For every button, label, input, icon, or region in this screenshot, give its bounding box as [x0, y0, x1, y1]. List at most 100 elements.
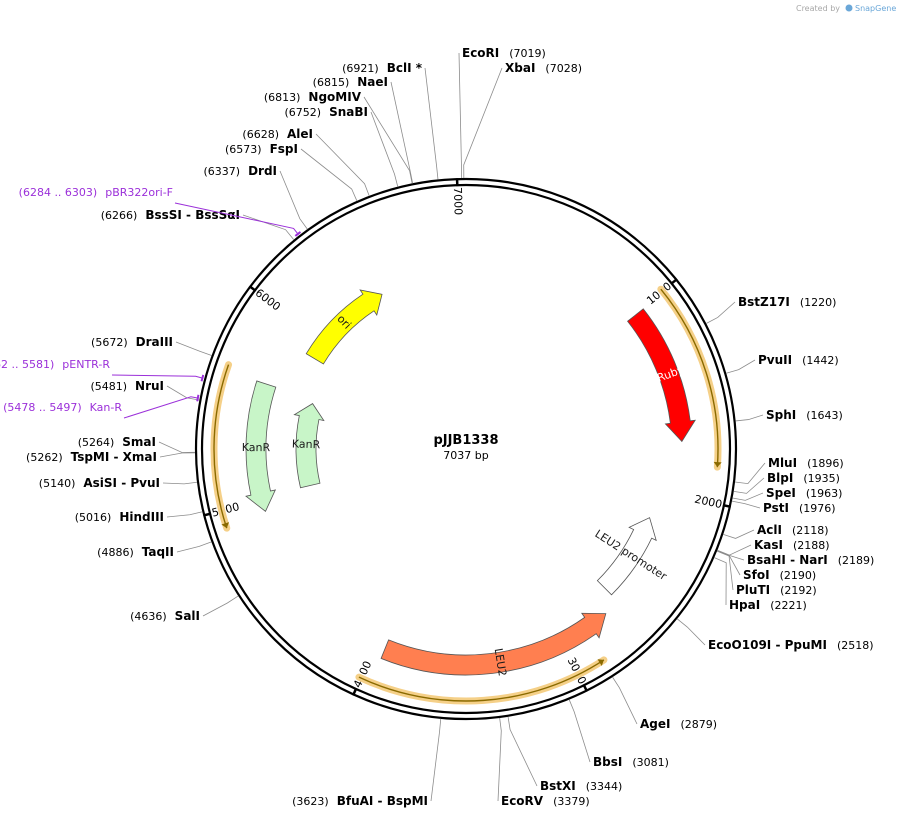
site-sali[interactable]: SalI (4636)	[130, 609, 200, 623]
site-name: TspMI - XmaI	[71, 450, 157, 464]
site-bstxi[interactable]: BstXI(3344)	[540, 779, 622, 793]
primer-range: (6284 .. 6303)	[19, 186, 98, 199]
site-name: BstZ17I	[738, 295, 790, 309]
site-sphi[interactable]: SphI(1643)	[766, 408, 843, 422]
site-smai[interactable]: SmaI(5264)	[78, 435, 156, 449]
primer-range: (5478 .. 5497)	[3, 401, 82, 414]
site-position: (6813)	[264, 91, 301, 104]
site-position: (2188)	[793, 539, 830, 552]
site-position: (6266)	[101, 209, 138, 222]
site-bsahi-nari[interactable]: BsaHI - NarI(2189)	[747, 553, 874, 567]
ruler-tick	[582, 683, 589, 693]
primer-kan-r[interactable]: Kan-R(5478 .. 5497)	[3, 401, 122, 414]
site-position: (6628)	[242, 128, 279, 141]
snapgene-credit: Created by SnapGene	[796, 4, 896, 13]
site-leader	[726, 359, 756, 374]
site-kasi[interactable]: KasI (2188)	[754, 538, 830, 552]
site-ecorv[interactable]: EcoRV(3379)	[501, 794, 590, 808]
site-leader	[158, 441, 196, 453]
site-leader	[159, 452, 196, 458]
site-hpai[interactable]: HpaI(2221)	[729, 598, 807, 612]
site-position: (2518)	[837, 639, 874, 652]
site-sfoi[interactable]: SfoI(2190)	[743, 568, 816, 582]
site-agei[interactable]: AgeI(2879)	[640, 717, 717, 731]
site-leader	[242, 214, 295, 240]
plasmid-center-label: pJJB1338 7037 bp	[433, 433, 498, 462]
site-leader	[166, 385, 200, 401]
site-position: (4636)	[130, 610, 167, 623]
primer-bind-mark	[200, 374, 205, 382]
site-leader	[735, 414, 764, 422]
site-asisi-pvui[interactable]: AsiSI - PvuI(5140)	[39, 476, 160, 490]
site-leader	[300, 148, 358, 202]
site-leader	[733, 477, 765, 494]
site-bsssi-bsss-i[interactable]: BssSI - BssSαI(6266)	[101, 208, 240, 222]
feature-arrow-mruby2	[627, 308, 696, 443]
site-spei[interactable]: SpeI(1963)	[766, 486, 842, 500]
site-position: (1976)	[799, 502, 836, 515]
site-leader	[507, 716, 538, 787]
site-naei[interactable]: NaeI(6815)	[313, 75, 388, 89]
site-bstz17i[interactable]: BstZ17I(1220)	[738, 295, 836, 309]
primer-pbr322ori-f[interactable]: pBR322ori-F(6284 .. 6303)	[19, 186, 173, 199]
site-ngomiv[interactable]: NgoMIV (6813)	[264, 90, 362, 104]
site-bcli[interactable]: BclI * (6921)	[342, 61, 423, 75]
site-drdi[interactable]: DrdI(6337)	[203, 164, 277, 178]
orf-arrowhead	[221, 522, 230, 529]
site-psti[interactable]: PstI(1976)	[763, 501, 836, 515]
site-fspi[interactable]: FspI(6573)	[225, 142, 298, 156]
site-pvuii[interactable]: PvuII(1442)	[758, 353, 839, 367]
plasmid-size: 7037 bp	[443, 449, 488, 462]
site-position: (3081)	[632, 756, 669, 769]
site-position: (6921)	[342, 62, 379, 75]
site-name: BsaHI - NarI	[747, 553, 828, 567]
feature-arrow-kanr	[293, 403, 325, 489]
site-pluti[interactable]: PluTI(2192)	[736, 583, 817, 597]
site-ecori[interactable]: EcoRI(7019)	[462, 46, 546, 60]
inner-strand-circle	[200, 183, 732, 715]
site-leader	[370, 111, 399, 187]
site-leader	[714, 557, 727, 606]
primer-pentr-r[interactable]: pENTR-R(5562 .. 5581)	[0, 358, 110, 371]
site-position: (5016)	[75, 511, 112, 524]
site-acli[interactable]: AclI(2118)	[757, 523, 829, 537]
site-ecoo109i-ppumi[interactable]: EcoO109I - PpuMI(2518)	[708, 638, 874, 652]
site-leader	[497, 717, 502, 802]
site-taqii[interactable]: TaqII(4886)	[97, 545, 174, 559]
site-position: (5140)	[39, 477, 76, 490]
site-leader	[676, 618, 706, 646]
site-name: AclI	[757, 523, 782, 537]
primer-annotations: pBR322ori-F(6284 .. 6303) pENTR-R(5562 ..…	[0, 186, 302, 419]
site-bfuai-bspmi[interactable]: BfuAI - BspMI(3623)	[292, 794, 428, 808]
site-mlui[interactable]: MluI(1896)	[768, 456, 844, 470]
site-name: PluTI	[736, 583, 770, 597]
plasmid-name: pJJB1338	[433, 433, 498, 448]
site-name: BclI *	[387, 61, 423, 75]
site-position: (2221)	[770, 599, 807, 612]
site-position: (2190)	[780, 569, 817, 582]
site-tspmi-xmai[interactable]: TspMI - XmaI(5262)	[26, 450, 157, 464]
credit-brand: SnapGene	[855, 4, 896, 13]
credit-text: Created by	[796, 4, 840, 13]
site-name: KasI	[754, 538, 783, 552]
site-leader	[175, 341, 212, 356]
ruler-tick	[248, 285, 257, 292]
site-name: DrdI	[248, 164, 277, 178]
site-blpi[interactable]: BlpI(1935)	[767, 471, 840, 485]
site-xbai[interactable]: XbaI(7028)	[505, 61, 582, 75]
orf-arcs	[210, 285, 722, 705]
plasmid-backbone	[194, 177, 738, 721]
site-nrui[interactable]: NruI(5481)	[90, 379, 164, 393]
site-name: NgoMIV	[308, 90, 361, 104]
site-name: PvuII	[758, 353, 792, 367]
site-leader	[731, 500, 761, 509]
site-name: MluI	[768, 456, 797, 470]
site-alei[interactable]: AleI(6628)	[242, 127, 313, 141]
site-position: (5672)	[91, 336, 128, 349]
site-position: (4886)	[97, 546, 134, 559]
site-snabi[interactable]: SnaBI(6752)	[285, 105, 368, 119]
site-hindiii[interactable]: HindIII(5016)	[75, 510, 164, 524]
site-draiii[interactable]: DraIII(5672)	[91, 335, 173, 349]
site-bbsi[interactable]: BbsI(3081)	[593, 755, 669, 769]
site-name: SalI	[175, 609, 200, 623]
